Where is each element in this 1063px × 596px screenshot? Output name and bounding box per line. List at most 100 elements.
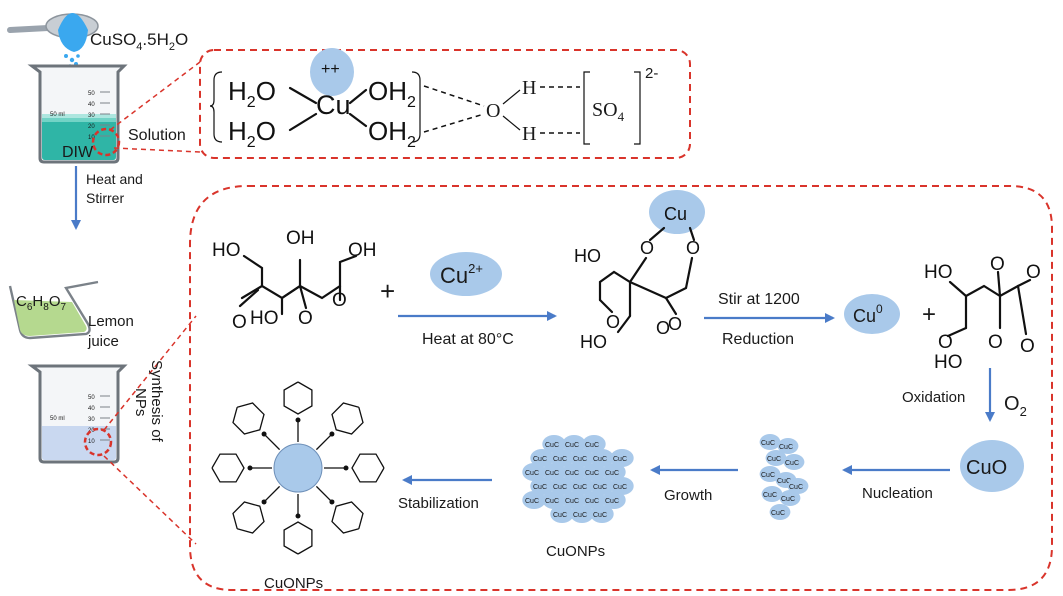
reduction-label: Reduction [722,331,794,348]
cluster-particle-text: CuC [585,470,599,477]
svg-text:H: H [522,77,536,99]
svg-text:O: O [232,312,247,333]
svg-text:O: O [656,318,670,338]
ligand-oxygen [343,465,349,471]
svg-text:10: 10 [88,135,95,141]
cluster-particle [779,490,801,506]
growth-label: Growth [664,487,712,504]
svg-text:50: 50 [88,91,95,97]
ligand-oxygen [247,465,253,471]
cuo-bubble [960,440,1024,492]
ligand-oxygen [295,417,301,423]
reaction-box [189,185,1053,591]
svg-text:SO4: SO4 [592,99,625,124]
citrate-ligand [211,453,245,483]
svg-text:O: O [640,238,654,258]
cluster-particle-text: CuC [613,484,627,491]
cluster-particle-text: CuC [565,442,579,449]
cuonps-label-1: CuONPs [546,543,605,560]
cluster-particle-text: CuC [573,456,587,463]
cluster-particle-text: CuC [605,470,619,477]
citric-acid-molecule: HO OH OH O HO O O [212,228,377,333]
cluster-particle [530,449,554,467]
svg-text:H2O: H2O [228,76,276,111]
cluster-particle-text: CuC [573,484,587,491]
cluster-particle [570,449,594,467]
svg-text:40: 40 [88,406,95,412]
cluster-particle-text: CuC [553,512,567,519]
cluster-particle-text: CuC [761,440,775,447]
beaker-2: 50 40 30 20 10 50 ml [27,364,128,464]
cluster-particle [590,449,614,467]
plus-1: + [380,276,395,306]
cluster-particle [582,435,606,453]
svg-text:++: ++ [321,61,340,78]
svg-text:50: 50 [88,395,95,401]
cu0-bubble [844,294,900,334]
cluster-particle [550,477,574,495]
cuonp-cluster: CuC CuC CuC CuC CuC CuC CuC CuC CuC CuC CuC CuC CuC C… [522,435,634,523]
cluster-particle [590,505,614,523]
cluster-particle [761,486,783,502]
cluster-particle [582,491,606,509]
svg-text:50 ml: 50 ml [50,112,65,118]
cluster-particle-text: CuC [585,442,599,449]
ligand-oxygen [329,431,335,437]
cluster-particle [562,435,586,453]
oxidized-citrate: HO O O O HO O O [924,254,1041,373]
svg-text:O: O [1026,262,1041,283]
cluster-particle-text: CuC [781,496,795,503]
svg-text:O: O [668,314,682,334]
ligand-bond [315,485,333,503]
svg-text:H2O: H2O [228,116,276,151]
citrate-ligand [331,501,364,534]
cluster-particle-text: CuC [573,512,587,519]
cluster-particle [550,505,574,523]
svg-text:OH: OH [286,228,315,249]
svg-text:20: 20 [88,124,95,130]
heat-label: Heat and [86,171,143,187]
cluster-particle-text: CuC [613,456,627,463]
cluster-particle [590,477,614,495]
o2-label: O2 [1004,393,1027,419]
stirrer-label: Stirrer [86,190,124,206]
cluster-particle [570,505,594,523]
ligand-oxygen [329,499,335,505]
cluster-particle [765,450,787,466]
citrate-ligand [283,381,313,415]
svg-text:O: O [686,238,700,258]
copper-aqua-complex: ++ Cu H2O H2O OH2 OH2 O H H SO4 2- [209,48,658,151]
cluster-particle-text: CuC [545,442,559,449]
citrate-ligand [283,521,313,555]
svg-text:O: O [990,254,1005,275]
svg-text:HO: HO [580,332,607,352]
lemon-flask [8,280,99,340]
cluster-particle-text: CuC [545,470,559,477]
ligand-bond [263,485,281,503]
cluster-particle-text: CuC [565,470,579,477]
cluster-particle [582,463,606,481]
stir-label: Stir at 1200 [718,291,800,308]
cluster-particle-text: CuC [771,510,785,517]
svg-text:50 ml: 50 ml [50,416,65,422]
solution-liquid [42,118,116,160]
stabilization-label: Stabilization [398,495,479,512]
cluster-particle [562,463,586,481]
cluster-particle-text: CuC [553,484,567,491]
solvent-label: DIW [62,144,94,161]
cluster-particle-text: CuC [761,472,775,479]
cluster-particle-text: CuC [533,484,547,491]
svg-text:HO: HO [250,308,279,329]
stabilized-np [211,381,385,555]
cluster-particle [542,491,566,509]
svg-text:O: O [606,312,620,332]
cluster-particle [610,477,634,495]
cluster-particle-text: CuC [777,478,791,485]
cluster-particle-text: CuC [525,470,539,477]
beaker-1: 50 40 30 20 10 50 ml [27,64,128,164]
cluster-particle-text: CuC [553,456,567,463]
ligand-oxygen [261,499,267,505]
cluster-particle-text: CuC [767,456,781,463]
cluster-particle [610,449,634,467]
